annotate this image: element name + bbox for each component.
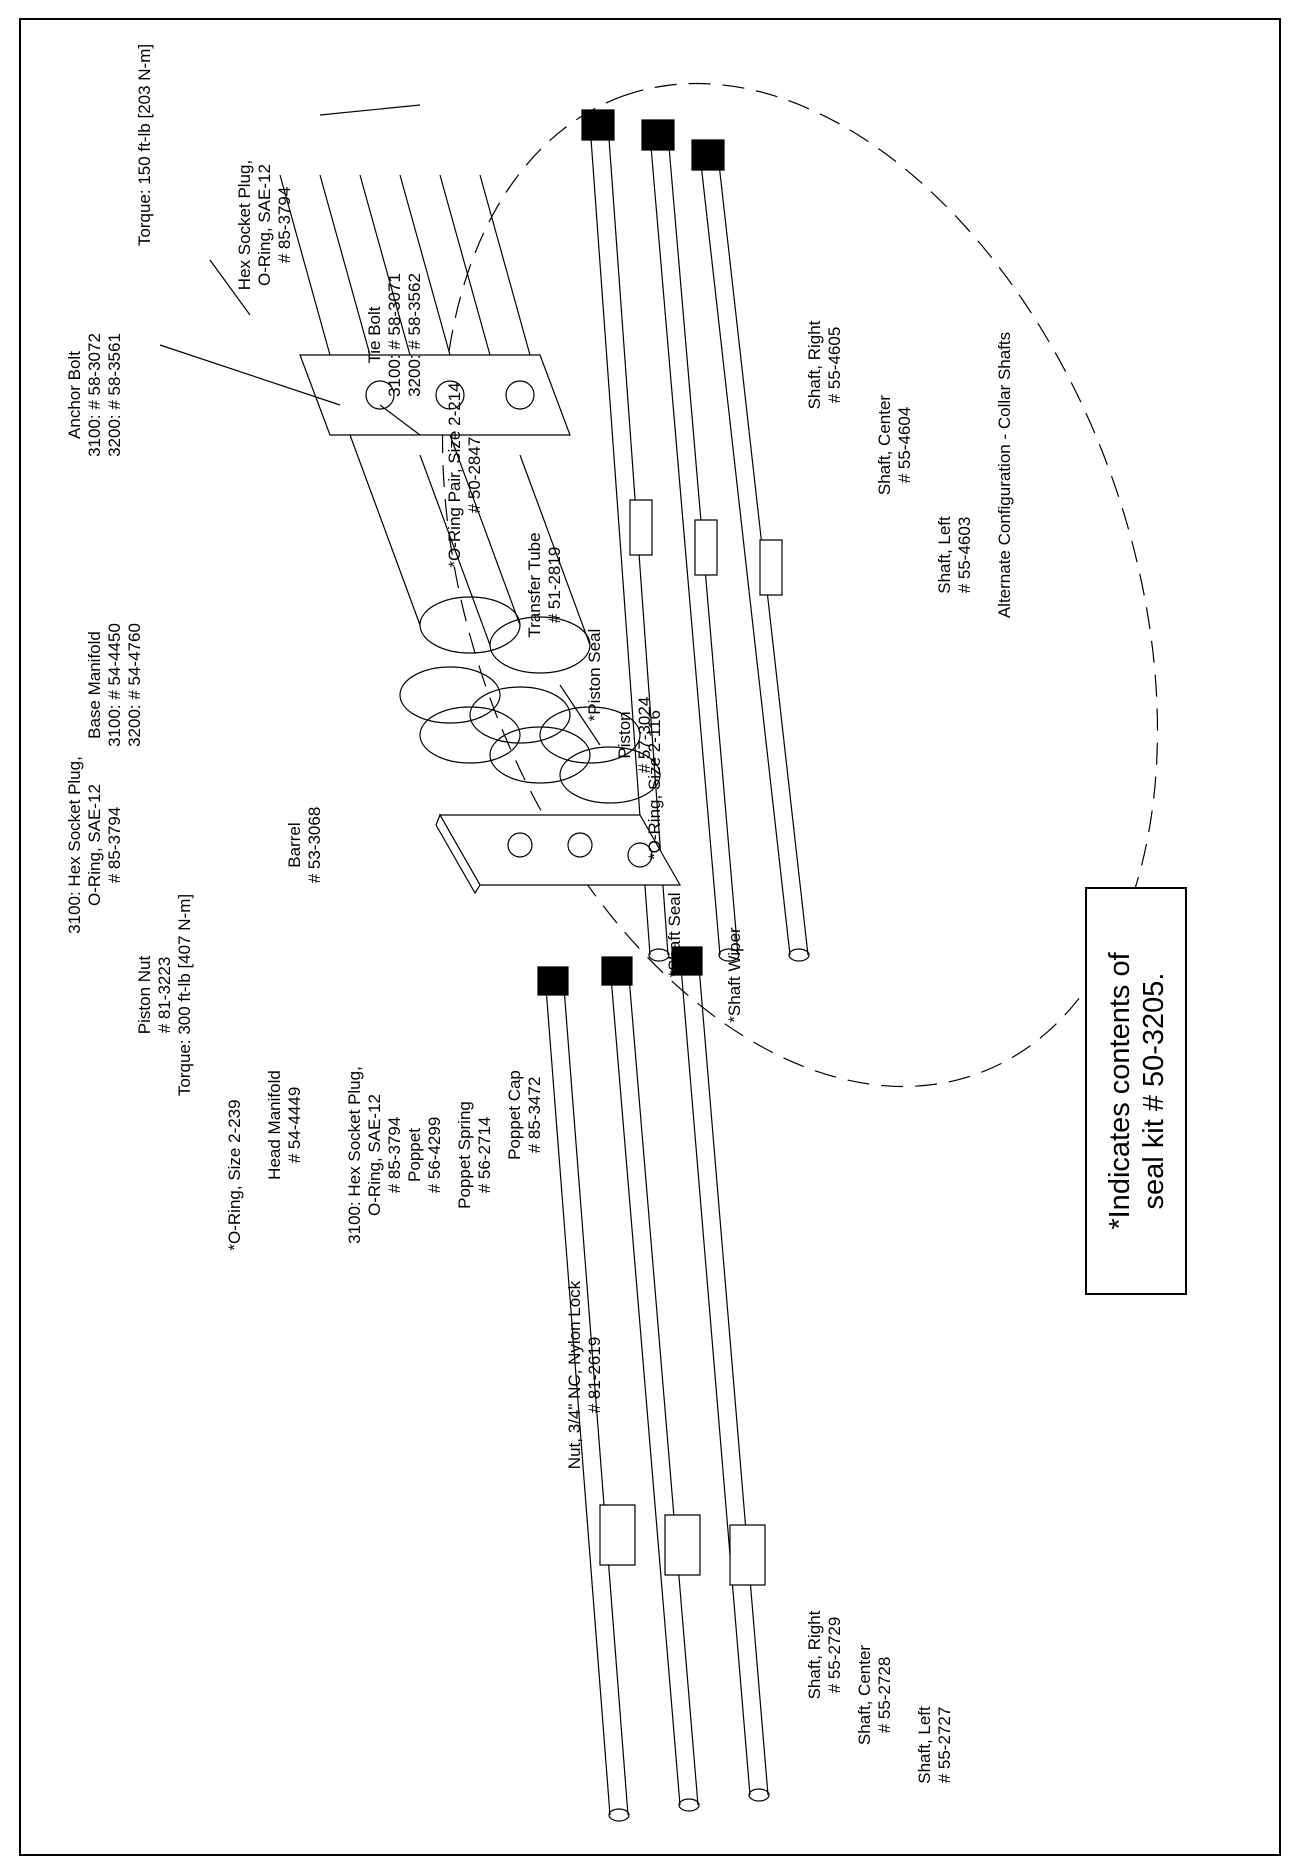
alt-config-boundary	[312, 0, 1288, 1187]
label-hex-plug-left-1: 3100: Hex Socket Plug,	[65, 756, 84, 934]
label-piston-nut-3: Torque: 300 ft-lb [407 N-m]	[175, 894, 194, 1096]
alt-collar-shafts	[582, 110, 809, 961]
label-nut-nylon-1: Nut, 3/4" NC, Nylon Lock	[565, 1280, 584, 1469]
label-tie-bolt-3: 3200: # 58-3562	[405, 273, 424, 397]
label-hex-plug-top-2: O-Ring, SAE-12	[255, 164, 274, 286]
label-barrel-2: # 53-3068	[305, 807, 324, 884]
label-shaft-right-alt-2: # 55-4605	[825, 327, 844, 404]
label-oring-116: *O-Ring, Size 2-116	[645, 710, 664, 860]
barrels-and-seals	[350, 435, 660, 803]
label-base-manifold-1: Base Manifold	[85, 631, 104, 739]
base-manifold	[299, 354, 571, 436]
label-anchor-bolt-3: 3200: # 58-3561	[105, 333, 124, 457]
label-shaft-right-low-2: # 55-2729	[825, 1617, 844, 1694]
label-poppet-spring-1: Poppet Spring	[455, 1101, 474, 1209]
label-piston-nut-2: # 81-3223	[155, 957, 174, 1034]
label-poppet-1: Poppet	[405, 1128, 424, 1182]
label-poppet-spring-2: # 56-2714	[475, 1117, 494, 1194]
label-shaft-center-low-1: Shaft, Center	[855, 1645, 874, 1746]
label-poppet-2: # 56-4299	[425, 1117, 444, 1194]
label-shaft-center-alt-2: # 55-4604	[895, 407, 914, 484]
label-base-manifold-2: 3100: # 54-4450	[105, 623, 124, 747]
label-shaft-right-low-1: Shaft, Right	[805, 1610, 824, 1699]
label-hex-plug-top-1: Hex Socket Plug,	[235, 160, 254, 290]
label-poppet-cap-1: Poppet Cap	[505, 1070, 524, 1160]
label-head-manifold-2: # 54-4449	[285, 1087, 304, 1164]
label-barrel-1: Barrel	[285, 822, 304, 867]
label-head-manifold-1: Head Manifold	[265, 1070, 284, 1180]
label-tie-bolt-2: 3100: # 58-3071	[385, 273, 404, 397]
drawing-frame	[19, 18, 1281, 1856]
seal-kit-note-line-1: *Indicates contents of	[1104, 952, 1136, 1230]
label-shaft-left-alt-2: # 55-4603	[955, 517, 974, 594]
lower-shafts	[538, 947, 769, 1821]
label-hex-plug-left-3: # 85-3794	[105, 807, 124, 884]
label-base-manifold-3: 3200: # 54-4760	[125, 623, 144, 747]
label-piston-2: # 57-3024	[635, 697, 654, 774]
label-piston-1: Piston	[615, 711, 634, 758]
label-hex-plug-mid-3: # 85-3794	[385, 1117, 404, 1194]
label-alt-config: Alternate Configuration - Collar Shafts	[995, 332, 1014, 618]
label-tie-bolt-1: Tie Bolt	[365, 306, 384, 363]
label-anchor-bolt-2: 3100: # 58-3072	[85, 333, 104, 457]
label-nut-nylon-2: # 81-2619	[585, 1337, 604, 1414]
label-shaft-center-alt-1: Shaft, Center	[875, 395, 894, 496]
seal-kit-note: *Indicates contents of seal kit # 50-320…	[1085, 887, 1187, 1295]
anchor-tie-bolts	[280, 175, 530, 355]
label-shaft-left-low-1: Shaft, Left	[915, 1706, 934, 1784]
label-oring-pair-1: *O-Ring Pair, Size 2-214	[445, 382, 464, 567]
seal-kit-note-line-2: seal kit # 50-3205.	[1138, 972, 1170, 1210]
label-shaft-left-low-2: # 55-2727	[935, 1707, 954, 1784]
label-poppet-cap-2: # 85-3472	[525, 1077, 544, 1154]
label-hex-plug-mid-2: O-Ring, SAE-12	[365, 1094, 384, 1216]
label-anchor-bolt-1: Anchor Bolt	[65, 351, 84, 439]
label-shaft-right-alt-1: Shaft, Right	[805, 320, 824, 409]
label-piston-nut-1: Piston Nut	[135, 956, 154, 1035]
label-shaft-seal: *Shaft Seal	[665, 892, 684, 977]
label-hex-plug-mid-1: 3100: Hex Socket Plug,	[345, 1066, 364, 1244]
label-hex-plug-left-2: O-Ring, SAE-12	[85, 784, 104, 906]
label-transfer-tube-2: # 51-2819	[545, 547, 564, 624]
label-piston-seal: *Piston Seal	[585, 629, 604, 722]
label-transfer-tube-1: Transfer Tube	[525, 532, 544, 637]
leader-lines	[160, 105, 600, 745]
label-shaft-wiper: *Shaft Wiper	[725, 927, 744, 1023]
label-shaft-left-alt-1: Shaft, Left	[935, 516, 954, 594]
head-manifold	[435, 813, 682, 895]
label-torque-top: Torque: 150 ft-lb [203 N-m]	[135, 44, 154, 246]
label-oring-239: *O-Ring, Size 2-239	[225, 1099, 244, 1250]
label-oring-pair-2: # 50-2847	[465, 437, 484, 514]
label-shaft-center-low-2: # 55-2728	[875, 1657, 894, 1734]
label-hex-plug-top-3: # 85-3794	[275, 187, 294, 264]
